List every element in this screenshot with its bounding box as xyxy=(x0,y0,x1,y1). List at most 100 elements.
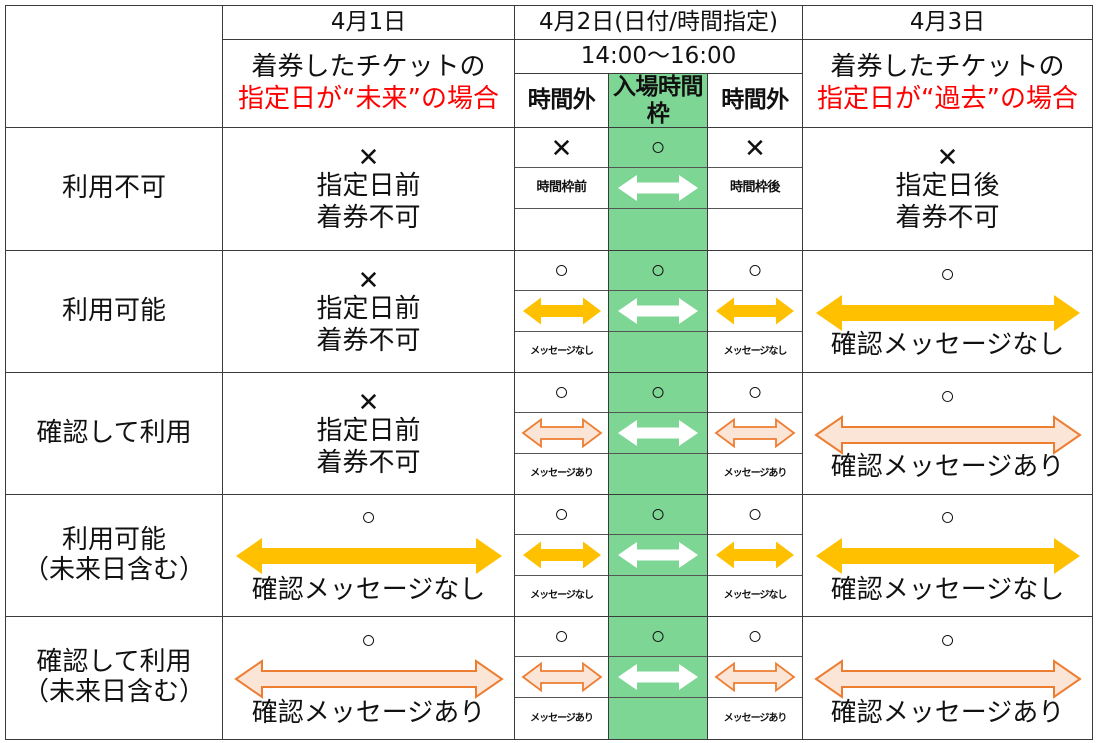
row-label-confirm-future: 確認して利用 （未来日含む） xyxy=(5,616,223,740)
header-desc-apr3-line1: 着券したチケットの xyxy=(830,51,1065,82)
status-mark: ○ xyxy=(708,373,803,413)
arrow-cell xyxy=(515,291,608,332)
arrow-cell xyxy=(812,533,1084,579)
double-arrow-outline-icon xyxy=(713,416,797,450)
status-mark: ○ xyxy=(515,251,608,291)
double-arrow-white-icon xyxy=(615,416,701,450)
table-corner-cell xyxy=(5,5,223,128)
cell-apr3-unusable: ✕ 指定日後 着券不可 xyxy=(802,127,1094,251)
double-arrow-white-icon xyxy=(615,538,701,572)
status-mark: ○ xyxy=(609,617,707,657)
header-date-apr2: 4月2日(日付/時間指定) xyxy=(513,4,804,41)
status-mark: ✕ xyxy=(708,128,803,168)
header-date-apr3: 4月3日 xyxy=(802,4,1094,41)
cell-entry-confirm-usable: ○ xyxy=(608,372,708,495)
header-desc-apr1-line2: 指定日が“未来”の場合 xyxy=(238,83,499,114)
header-date-apr1: 4月1日 xyxy=(222,4,515,41)
status-mark: ○ xyxy=(939,625,956,654)
slot-message xyxy=(609,698,707,739)
cell-apr3-usable-future: ○ 確認メッセージなし xyxy=(802,494,1094,617)
status-line2: 着券不可 xyxy=(316,203,421,233)
status-message: 確認メッセージなし xyxy=(830,575,1065,606)
double-arrow-outline-icon xyxy=(713,660,797,694)
cell-before-usable: ○ メッセージなし xyxy=(514,250,609,373)
status-line1: 指定日前 xyxy=(316,171,421,202)
status-mark: ○ xyxy=(609,128,707,168)
slot-message xyxy=(708,209,802,250)
arrow-cell xyxy=(708,657,803,698)
cell-after-confirm-usable: ○ メッセージあり xyxy=(706,372,804,495)
cell-after-usable-future: ○ メッセージなし xyxy=(706,494,804,617)
double-arrow-outline-icon xyxy=(812,656,1084,702)
slot-message xyxy=(609,576,707,616)
slot-message: メッセージあり xyxy=(723,712,788,724)
status-mark: ○ xyxy=(360,503,377,532)
double-arrow-outline-icon xyxy=(232,656,506,702)
cell-entry-usable: ○ xyxy=(608,250,708,373)
arrow-cell xyxy=(609,291,707,332)
status-message: 確認メッセージあり xyxy=(251,697,486,728)
slot-message: メッセージあり xyxy=(530,712,594,724)
status-message: 確認メッセージあり xyxy=(830,452,1065,483)
slot-header-after: 時間外 xyxy=(706,73,804,128)
ticket-status-table: 4月1日 4月2日(日付/時間指定) 4月3日 着券したチケットの 指定日が“未… xyxy=(5,4,1094,740)
status-mark: ○ xyxy=(360,625,377,654)
row-label-line: 確認して利用 xyxy=(36,417,192,448)
table-row: 確認して利用 （未来日含む） ○ 確認メッセージあり ○ xyxy=(5,616,1094,740)
arrow-cell xyxy=(515,657,608,698)
header-desc-apr3-line2: 指定日が“過去”の場合 xyxy=(817,83,1078,114)
arrow-cell xyxy=(515,413,608,454)
arrow-cell xyxy=(232,656,506,702)
double-arrow-orange-icon xyxy=(713,538,797,572)
cell-entry-unusable: ○ xyxy=(608,127,708,251)
double-arrow-orange-icon xyxy=(812,533,1084,579)
double-arrow-outline-icon xyxy=(812,412,1084,458)
table-row: 利用可能 ✕ 指定日前 着券不可 ○ メッセージなし xyxy=(5,250,1094,373)
status-mark: ○ xyxy=(515,617,608,657)
cell-apr1-usable-future: ○ 確認メッセージなし xyxy=(222,494,515,617)
slot-header-before: 時間外 xyxy=(514,73,609,128)
arrow-cell xyxy=(609,413,707,454)
status-mark: ○ xyxy=(939,503,956,532)
row-label-line: 利用可能 xyxy=(61,295,166,326)
slot-header-entry: 入場時間枠 xyxy=(608,73,708,128)
status-line1: 指定日前 xyxy=(316,415,421,446)
arrow-cell xyxy=(708,535,803,576)
slot-note: 時間枠後 xyxy=(708,168,803,209)
cell-apr1-confirm-usable: ✕ 指定日前 着券不可 xyxy=(222,372,515,495)
slot-message: メッセージあり xyxy=(530,468,594,480)
arrow-cell xyxy=(812,656,1084,702)
row-label-usable: 利用可能 xyxy=(5,250,223,373)
arrow-cell xyxy=(708,291,803,332)
double-arrow-outline-icon xyxy=(520,660,604,694)
header-desc-apr1-line1: 着券したチケットの xyxy=(251,51,486,82)
cell-apr1-unusable: ✕ 指定日前 着券不可 xyxy=(222,127,515,251)
slot-message xyxy=(515,209,608,250)
row-label-line: 利用可能 xyxy=(61,524,166,555)
status-mark: ✕ xyxy=(936,142,959,173)
cell-before-unusable: ✕ 時間枠前 xyxy=(514,127,609,251)
header-row-dates: 4月1日 4月2日(日付/時間指定) 4月3日 xyxy=(5,4,1094,128)
slot-message xyxy=(609,454,707,494)
header-row-slots: 時間外 入場時間枠 時間外 xyxy=(6,73,1093,128)
arrow-cell xyxy=(515,535,608,576)
status-mark: ○ xyxy=(708,495,803,535)
cell-apr3-confirm-future: ○ 確認メッセージあり xyxy=(802,616,1094,740)
slot-message: メッセージあり xyxy=(723,468,788,480)
cell-entry-usable-future: ○ xyxy=(608,494,708,617)
double-arrow-outline-icon xyxy=(520,416,604,450)
cell-after-usable: ○ メッセージなし xyxy=(706,250,804,373)
row-label-usable-future: 利用可能 （未来日含む） xyxy=(5,494,223,617)
status-mark: ○ xyxy=(609,251,707,291)
status-mark: ○ xyxy=(708,251,803,291)
slot-message: メッセージなし xyxy=(723,590,788,602)
row-label-confirm-usable: 確認して利用 xyxy=(5,372,223,495)
row-label-line: 利用不可 xyxy=(61,173,166,204)
status-message: 確認メッセージなし xyxy=(830,330,1065,361)
status-mark: ✕ xyxy=(515,128,608,168)
status-line1: 指定日前 xyxy=(316,293,421,324)
arrow-cell xyxy=(708,413,803,454)
status-line1: 指定日後 xyxy=(895,171,1000,202)
status-mark: ○ xyxy=(515,373,608,413)
